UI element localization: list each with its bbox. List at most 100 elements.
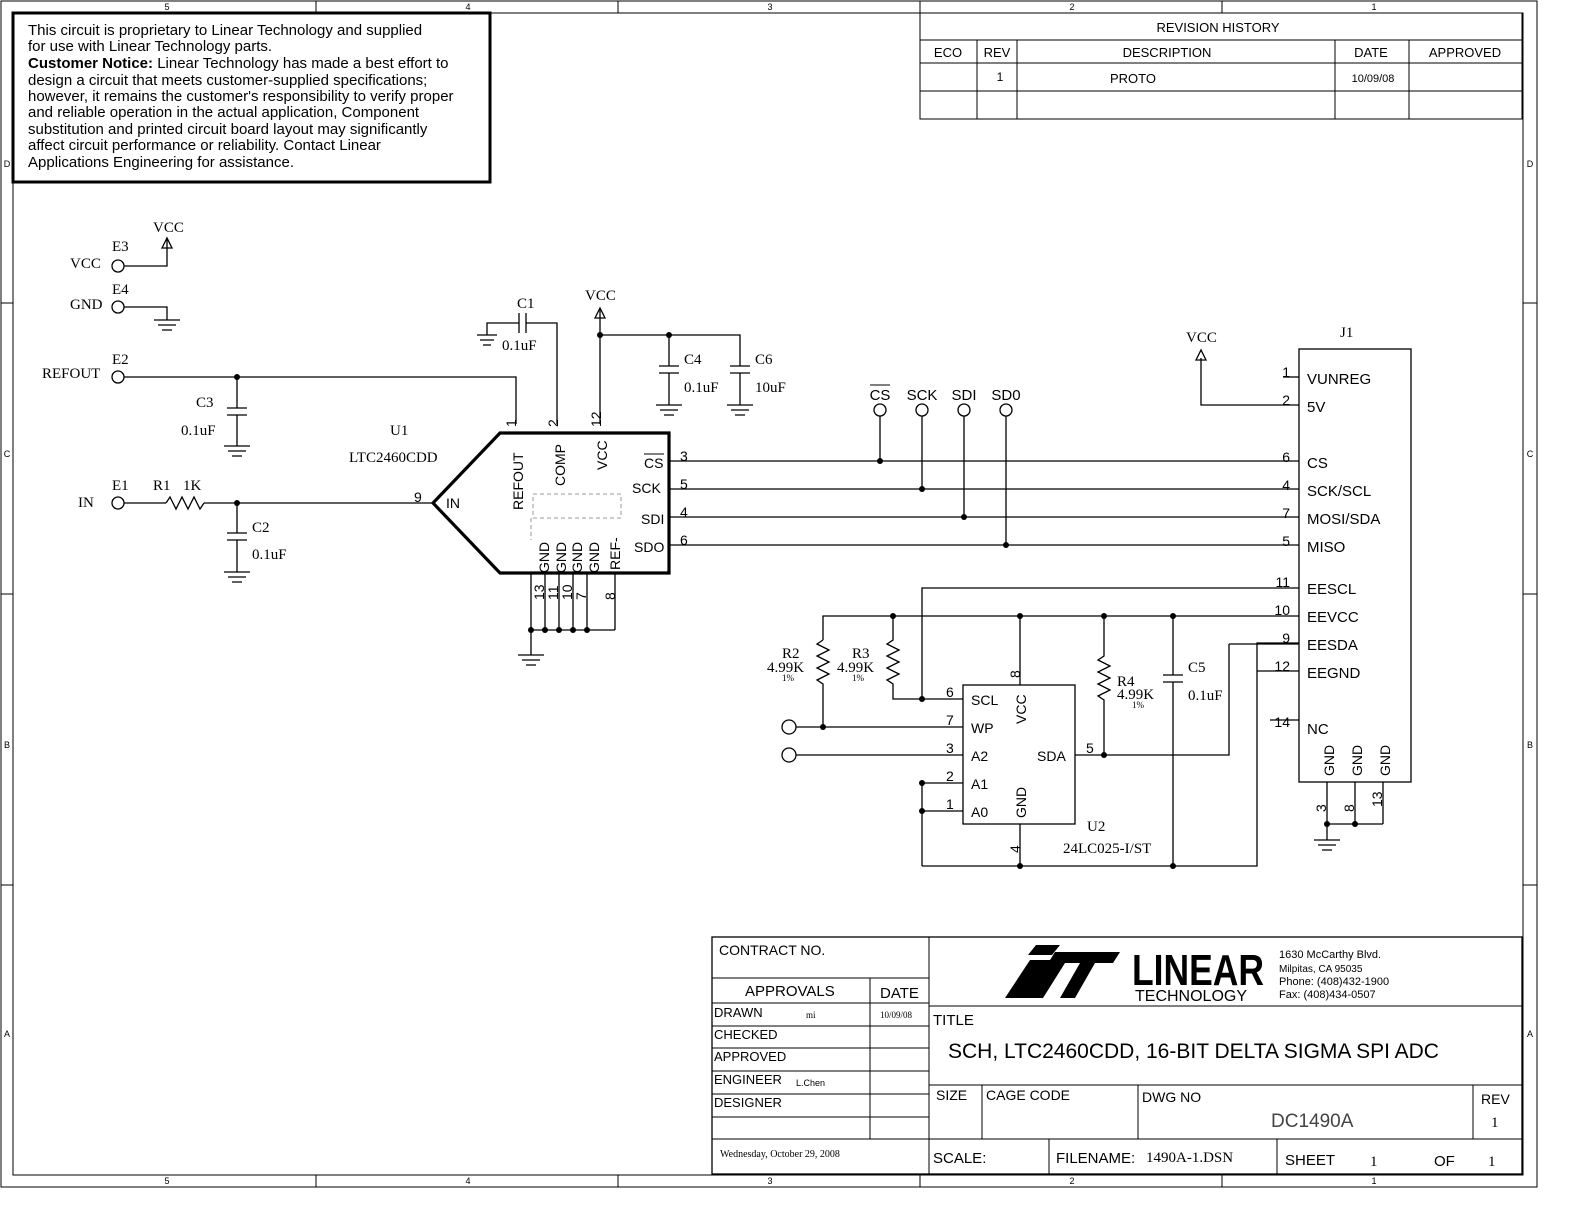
- revision-history-table: REVISION HISTORY ECO REV DESCRIPTION DAT…: [919, 12, 1523, 120]
- j1-pin-vunreg: VUNREG: [1307, 371, 1371, 388]
- u1-pin-comp-name: COMP: [552, 444, 568, 486]
- u1-pin-sdo-name: SDO: [634, 539, 664, 555]
- contract-label: CONTRACT NO.: [719, 942, 825, 958]
- u1-pin-gnd-name-1: GND: [536, 542, 552, 573]
- row-label-b-left: B: [4, 740, 10, 750]
- engineer-label: ENGINEER: [714, 1072, 782, 1087]
- c6-ref: C6: [755, 352, 773, 368]
- notice-line-3-text: Linear Technology has made a best effort…: [153, 55, 448, 72]
- notice-line-4: design a circuit that meets customer-sup…: [28, 72, 427, 89]
- print-date: Wednesday, October 29, 2008: [720, 1149, 840, 1160]
- u1-pin-sdi-num: 4: [680, 504, 688, 520]
- address-line-2: Milpitas, CA 95035: [1279, 964, 1363, 975]
- e1-ref: E1: [112, 478, 129, 494]
- col-label-5-top: 5: [164, 2, 169, 12]
- j1-pin-mosi: MOSI/SDA: [1307, 511, 1380, 528]
- u1-ref: U1: [390, 423, 408, 439]
- u1-pin-refout-num: 1: [503, 419, 519, 427]
- u1-pin-gnd-name-2: GND: [553, 542, 569, 573]
- u2-eeprom: SCL WP A2 A1 A0 SDA VCC GND 6 7 3 2 1 5 …: [946, 670, 1151, 857]
- dwg-number: DC1490A: [1271, 1111, 1354, 1132]
- c4-value: 0.1uF: [684, 380, 719, 396]
- u2-pin-a0-name: A0: [971, 804, 988, 820]
- r1-ref: R1: [153, 478, 171, 494]
- u1-pin-refout-name: REFOUT: [510, 452, 526, 510]
- e3-rail-label: VCC: [153, 220, 184, 236]
- u1-pin-comp-num: 2: [545, 419, 561, 427]
- j1-num-12: 12: [1274, 658, 1290, 674]
- logo-wordmark: LINEAR: [1132, 946, 1264, 995]
- col-label-2-top: 2: [1069, 2, 1074, 12]
- j1-gnd-num-8: 8: [1341, 804, 1357, 812]
- u1-pin-refm-num: 8: [602, 592, 618, 600]
- notice-line-7: substitution and printed circuit board l…: [28, 121, 428, 138]
- e2-net: REFOUT: [42, 366, 100, 382]
- rev-header-eco: ECO: [934, 45, 962, 60]
- u2-pin-a1-name: A1: [971, 776, 988, 792]
- u1-pin-refm-name: REF-: [607, 537, 623, 570]
- j1-gnd-num-3: 3: [1313, 804, 1329, 812]
- j1-num-7: 7: [1282, 505, 1290, 521]
- e4-gnd-terminal: E4 GND: [70, 282, 180, 331]
- rev-header-rev: REV: [984, 45, 1011, 60]
- tp-sck-label: SCK: [907, 387, 938, 404]
- u1-vcc-rail: VCC: [585, 288, 741, 424]
- j1-gnd-label-1: GND: [1321, 745, 1337, 776]
- c1-value: 0.1uF: [502, 338, 537, 354]
- u2-pin-scl-num: 6: [946, 684, 954, 700]
- r1-value: 1K: [183, 478, 202, 494]
- rev-header-date: DATE: [1354, 45, 1388, 60]
- capacitor-c4: C4 0.1uF: [656, 335, 719, 416]
- r2-value: 4.99K: [767, 660, 804, 676]
- dwg-label: DWG NO: [1142, 1089, 1201, 1105]
- u2-pin-scl-name: SCL: [971, 692, 998, 708]
- linear-logo: LINEAR TECHNOLOGY: [1005, 945, 1264, 1005]
- date-label: DATE: [880, 985, 919, 1002]
- j1-gnd-num-13: 13: [1369, 791, 1385, 807]
- scale-label: SCALE:: [933, 1150, 986, 1167]
- row-label-d-right: D: [1527, 159, 1534, 169]
- customer-notice: This circuit is proprietary to Linear Te…: [11, 11, 492, 184]
- u2-pin-sda-num: 5: [1086, 740, 1094, 756]
- j1-num-2: 2: [1282, 392, 1290, 408]
- col-label-3-top: 3: [767, 2, 772, 12]
- sheet-total: 1: [1488, 1154, 1496, 1170]
- sheet-number: 1: [1370, 1154, 1378, 1170]
- u1-pin-gnd-num-4: 7: [573, 592, 589, 600]
- revision-title: REVISION HISTORY: [1156, 20, 1279, 35]
- rev-label: REV: [1481, 1091, 1510, 1107]
- j1-vcc-label: VCC: [1186, 330, 1217, 346]
- u1-pin-gnd-name-4: GND: [586, 542, 602, 573]
- u2-pin-gnd-num: 4: [1007, 845, 1023, 853]
- u2-pin-a1-num: 2: [946, 768, 954, 784]
- size-label: SIZE: [936, 1087, 967, 1103]
- j1-num-10: 10: [1274, 602, 1290, 618]
- of-label: OF: [1434, 1153, 1455, 1170]
- u2-pin-a0-num: 1: [946, 796, 954, 812]
- spi-bus: CS SCK SDI SD0: [669, 384, 1299, 548]
- title-label: TITLE: [933, 1012, 974, 1029]
- u1-pin-cs-num: 3: [680, 448, 688, 464]
- notice-line-1: This circuit is proprietary to Linear Te…: [28, 22, 422, 39]
- fax: Fax: (408)434-0507: [1279, 989, 1376, 1001]
- notice-line-5: however, it remains the customer's respo…: [28, 88, 454, 105]
- j1-gnd-label-2: GND: [1349, 745, 1365, 776]
- u1-pin-cs-name: CS: [644, 455, 663, 471]
- u1-pin-vcc-num: 12: [588, 411, 604, 427]
- phone: Phone: (408)432-1900: [1279, 976, 1389, 988]
- j1-pin-nc: NC: [1307, 721, 1329, 738]
- r3-ref: R3: [852, 646, 870, 662]
- c3-value: 0.1uF: [181, 423, 216, 439]
- j1-num-4: 4: [1282, 477, 1290, 493]
- eeprom-section: R2 4.99K 1% R3 4.99K 1% R4 4.99K 1% C5 0…: [767, 587, 1299, 869]
- j1-num-9: 9: [1282, 630, 1290, 646]
- rev-row-rev: 1: [997, 70, 1004, 84]
- j1-num-11: 11: [1275, 574, 1290, 590]
- logo-sub: TECHNOLOGY: [1135, 988, 1247, 1005]
- u1-pin-in-num: 9: [414, 489, 422, 505]
- c5-ref: C5: [1188, 660, 1206, 676]
- j1-num-1: 1: [1282, 364, 1290, 380]
- j1-pin-eescl: EESCL: [1307, 581, 1356, 598]
- tp-sck: [915, 403, 929, 417]
- c2-ref: C2: [252, 520, 270, 536]
